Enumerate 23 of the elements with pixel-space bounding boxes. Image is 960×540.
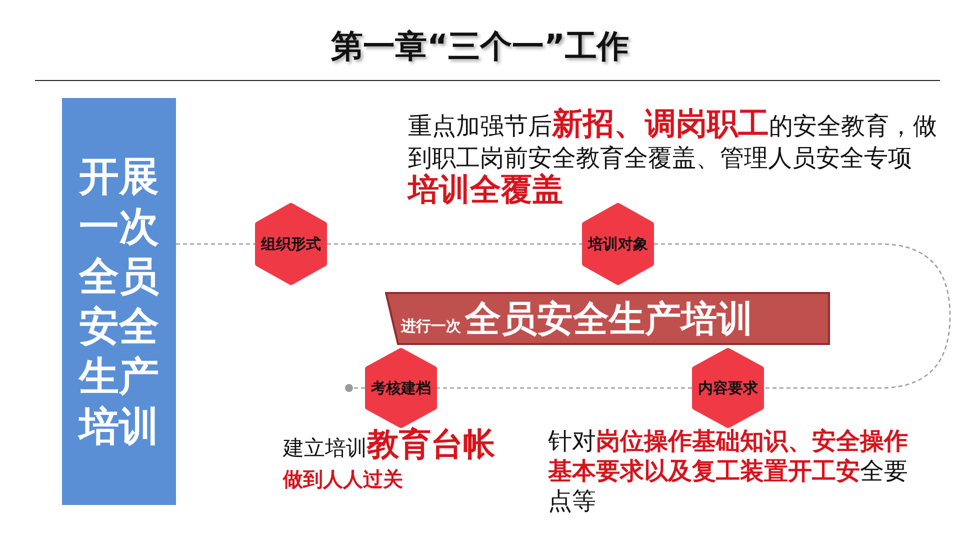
dashed-line	[345, 384, 365, 392]
hexagon-label: 培训对象	[588, 235, 648, 253]
dashed-line	[654, 243, 951, 389]
banner-lead-text: 进行一次	[401, 317, 461, 336]
dashed-line	[176, 243, 255, 245]
hexagon	[365, 348, 437, 428]
side-panel	[62, 98, 176, 505]
hexagon	[255, 203, 327, 285]
hexagon-label: 组织形式	[261, 235, 321, 253]
title: 第一章“三个一”工作	[330, 26, 630, 67]
hexagon	[582, 203, 654, 285]
hexagon-label: 内容要求	[698, 379, 758, 397]
panel-text: 开展一次全员安全生产培训	[77, 152, 160, 452]
dashed-line	[327, 243, 582, 245]
annotation-text: 建立培训教育台帐	[283, 424, 496, 465]
dashed-line	[437, 387, 692, 389]
annotation-text: 重点加强节后新招、调岗职工的安全教育，做到职工岗前安全教育全覆盖、管理人员安全专项培训全覆盖	[408, 108, 938, 208]
banner	[385, 292, 830, 345]
banner-text: 全员安全生产培训	[465, 298, 753, 342]
hexagon-label: 考核建档	[371, 379, 431, 397]
annotation-text: 做到人人过关	[283, 466, 404, 492]
hexagon	[692, 348, 764, 428]
annotation-text: 针对岗位操作基础知识、安全操作基本要求以及复工装置开工安全要点等	[548, 426, 909, 516]
